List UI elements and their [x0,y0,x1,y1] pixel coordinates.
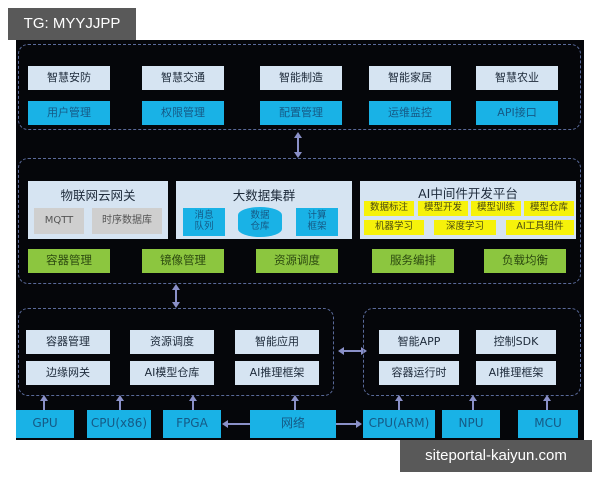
platform-service-box: 镜像管理 [142,249,224,273]
platform-service-box: 资源调度 [256,249,338,273]
arrow-head-up-icon [40,395,48,401]
big-data-title: 大数据集群 [232,188,296,203]
up-arrow-icon [472,398,474,410]
edge-box: 智能应用 [235,330,319,354]
up-arrow-icon [398,398,400,410]
arrow-head-up-icon [291,395,299,401]
timeseries-db-box: 时序数据库 [92,208,162,234]
bidirectional-arrow-icon [175,288,177,306]
arrow-head-down-icon [172,302,180,308]
platform-service-box: 服务编排 [372,249,454,273]
platform-service-box: 负载均衡 [484,249,566,273]
ai-tool-box: 模型训练 [471,201,521,216]
hardware-gpu: GPU [16,410,74,438]
arrow-head-up-icon [395,395,403,401]
application-layer-group [18,44,581,130]
architecture-diagram: 智慧安防 智慧交通 智能制造 智能家居 智慧农业 用户管理 权限管理 配置管理 … [16,40,584,440]
arrow-head-down-icon [294,152,302,158]
bidirectional-arrow-icon [297,136,299,154]
hardware-network: 网络 [250,410,336,438]
edge-box: AI模型仓库 [130,361,214,385]
scenario-box: 智能家居 [369,66,451,90]
service-box: API接口 [476,101,558,125]
arrow-head-up-icon [172,284,180,290]
arrow-head-up-icon [469,395,477,401]
edge-box: 容器管理 [26,330,110,354]
service-box: 权限管理 [142,101,224,125]
bidirectional-arrow-icon [343,350,363,352]
up-arrow-icon [119,398,121,410]
platform-layer-group [18,158,581,284]
ai-tool-box: 机器学习 [364,220,424,235]
edge-box: AI推理框架 [235,361,319,385]
edge-box: 资源调度 [130,330,214,354]
edge-left-group [18,308,334,396]
compute-framework-box: 计算 框架 [296,208,338,236]
watermark-tag-top: TG: MYYJJPP [8,8,136,40]
ai-platform-title: AI中间件开发平台 [418,186,518,201]
hardware-npu: NPU [442,410,500,438]
platform-service-box: 容器管理 [28,249,110,273]
arrow-head-left-icon [222,420,228,428]
up-arrow-icon [294,398,296,410]
service-box: 运维监控 [369,101,451,125]
ai-tool-box: 深度学习 [434,220,496,235]
arrow-head-up-icon [116,395,124,401]
right-arrow-icon [336,423,357,425]
edge-device-box: 容器运行时 [379,361,459,385]
mqtt-box: MQTT [34,208,84,234]
hardware-cpu-x86: CPU(x86) [87,410,151,438]
ai-tool-box: 模型开发 [418,201,468,216]
scenario-box: 智能制造 [260,66,342,90]
service-box: 配置管理 [260,101,342,125]
iot-gateway-title: 物联网云网关 [60,188,136,203]
data-warehouse-cylinder: 数据 仓库 [238,207,282,237]
scenario-box: 智慧农业 [476,66,558,90]
edge-device-box: 控制SDK [476,330,556,354]
up-arrow-icon [192,398,194,410]
hardware-cpu-arm: CPU(ARM) [363,410,435,438]
message-queue-box: 消息 队列 [183,208,225,236]
scenario-box: 智慧安防 [28,66,110,90]
ai-tool-box: 数据标注 [364,201,414,216]
up-arrow-icon [43,398,45,410]
arrow-head-up-icon [294,132,302,138]
up-arrow-icon [546,398,548,410]
arrow-head-right-icon [356,420,362,428]
scenario-box: 智慧交通 [142,66,224,90]
left-arrow-icon [228,423,250,425]
hardware-fpga: FPGA [163,410,221,438]
edge-box: 边缘网关 [26,361,110,385]
ai-tool-box: 模型仓库 [524,201,574,216]
service-box: 用户管理 [28,101,110,125]
arrow-head-up-icon [543,395,551,401]
hardware-mcu: MCU [518,410,578,438]
arrow-head-left-icon [338,347,344,355]
watermark-tag-bottom: siteportal-kaiyun.com [400,440,592,472]
edge-device-box: AI推理框架 [476,361,556,385]
arrow-head-up-icon [189,395,197,401]
arrow-head-right-icon [361,347,367,355]
ai-tool-box: AI工具组件 [506,220,574,235]
edge-device-box: 智能APP [379,330,459,354]
